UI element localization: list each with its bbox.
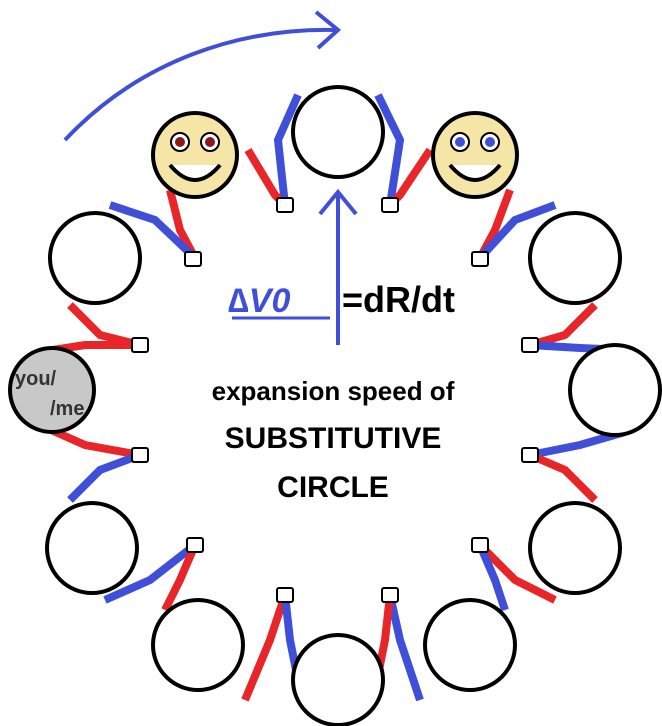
you-label: you/: [15, 368, 57, 390]
body-right-upper: [528, 211, 622, 305]
joint: [381, 587, 399, 603]
joint: [521, 447, 539, 463]
velocity-arrow: [318, 188, 358, 345]
joint: [276, 197, 294, 213]
bodies: [8, 85, 662, 726]
joints: [131, 197, 539, 603]
arms: [38, 93, 627, 702]
body-bottom-right: [423, 598, 517, 692]
me-label: /me: [50, 398, 84, 420]
body-left-lower: [45, 501, 139, 595]
smiley-right: [431, 111, 519, 199]
substitutive-label: SUBSTITUTIVE: [225, 422, 442, 455]
joint: [131, 447, 149, 463]
joint: [381, 197, 399, 213]
joint: [131, 337, 149, 353]
joint: [471, 251, 489, 267]
body-right-middle: [568, 343, 662, 437]
joint: [184, 251, 202, 267]
circle-label: CIRCLE: [277, 471, 389, 504]
body-bottom: [291, 633, 385, 726]
smiley-left: [151, 111, 239, 199]
body-bottom-left: [151, 598, 245, 692]
equation-label: =dR/dt: [342, 279, 455, 320]
expansion-speed-label: expansion speed of: [212, 376, 455, 406]
joint: [521, 337, 539, 353]
joint: [186, 537, 204, 553]
delta-v0-label: ∆V0: [228, 282, 290, 320]
body-top: [291, 85, 385, 179]
rotation-arrow: [63, 10, 342, 142]
body-left-upper: [48, 211, 142, 305]
body-right-lower: [528, 501, 622, 595]
joint: [471, 537, 489, 553]
you-me-body: [8, 346, 96, 434]
joint: [276, 587, 294, 603]
